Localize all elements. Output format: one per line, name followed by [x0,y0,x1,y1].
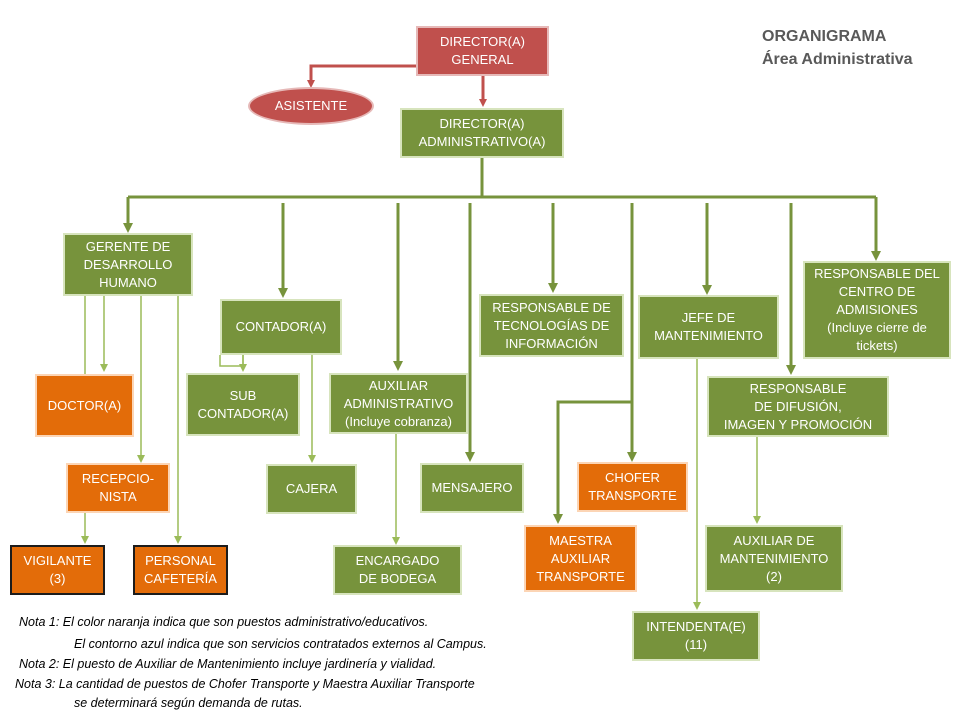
box-auxiliar-administrativo: AUXILIAR ADMINISTRATIVO (Incluye cobranz… [329,373,468,434]
box-doctor: DOCTOR(A) [35,374,134,437]
title-line-1: ORGANIGRAMA [762,28,887,45]
box-director-general: DIRECTOR(A) GENERAL [416,26,549,76]
box-sub-contador: SUB CONTADOR(A) [186,373,300,436]
box-vigilante: VIGILANTE (3) [10,545,105,595]
box-contador: CONTADOR(A) [220,299,342,355]
note-3a: Nota 3: La cantidad de puestos de Chofer… [15,677,475,691]
box-mensajero: MENSAJERO [420,463,524,513]
box-recepcionista: RECEPCIO- NISTA [66,463,170,513]
box-responsable-admisiones: RESPONSABLE DEL CENTRO DE ADMISIONES (In… [803,261,951,359]
box-responsable-difusion: RESPONSABLE DE DIFUSIÓN, IMAGEN Y PROMOC… [707,376,889,437]
chart-title: ORGANIGRAMA Área Administrativa [762,25,913,71]
note-3b: se determinará según demanda de rutas. [74,696,303,710]
box-responsable-tecnologias: RESPONSABLE DE TECNOLOGÍAS DE INFORMACIÓ… [479,294,624,357]
box-intendenta: INTENDENTA(E) (11) [632,611,760,661]
box-asistente: ASISTENTE [248,87,374,125]
box-cajera: CAJERA [266,464,357,514]
box-gerente-desarrollo-humano: GERENTE DE DESARROLLO HUMANO [63,233,193,296]
note-2: Nota 2: El puesto de Auxiliar de Manteni… [19,657,437,671]
box-chofer-transporte: CHOFER TRANSPORTE [577,462,688,512]
line-director-to-asistente [307,64,416,88]
box-director-administrativo: DIRECTOR(A) ADMINISTRATIVO(A) [400,108,564,158]
note-1b: El contorno azul indica que son servicio… [74,637,487,651]
box-auxiliar-mantenimiento: AUXILIAR DE MANTENIMIENTO (2) [705,525,843,592]
box-maestra-auxiliar: MAESTRA AUXILIAR TRANSPORTE [524,525,637,592]
box-personal-cafeteria: PERSONAL CAFETERÍA [133,545,228,595]
line-to-maestra [553,400,632,524]
box-encargado-bodega: ENCARGADO DE BODEGA [333,545,462,595]
title-line-2: Área Administrativa [762,51,913,68]
note-1a: Nota 1: El color naranja indica que son … [19,615,429,629]
box-jefe-mantenimiento: JEFE DE MANTENIMIENTO [638,295,779,359]
